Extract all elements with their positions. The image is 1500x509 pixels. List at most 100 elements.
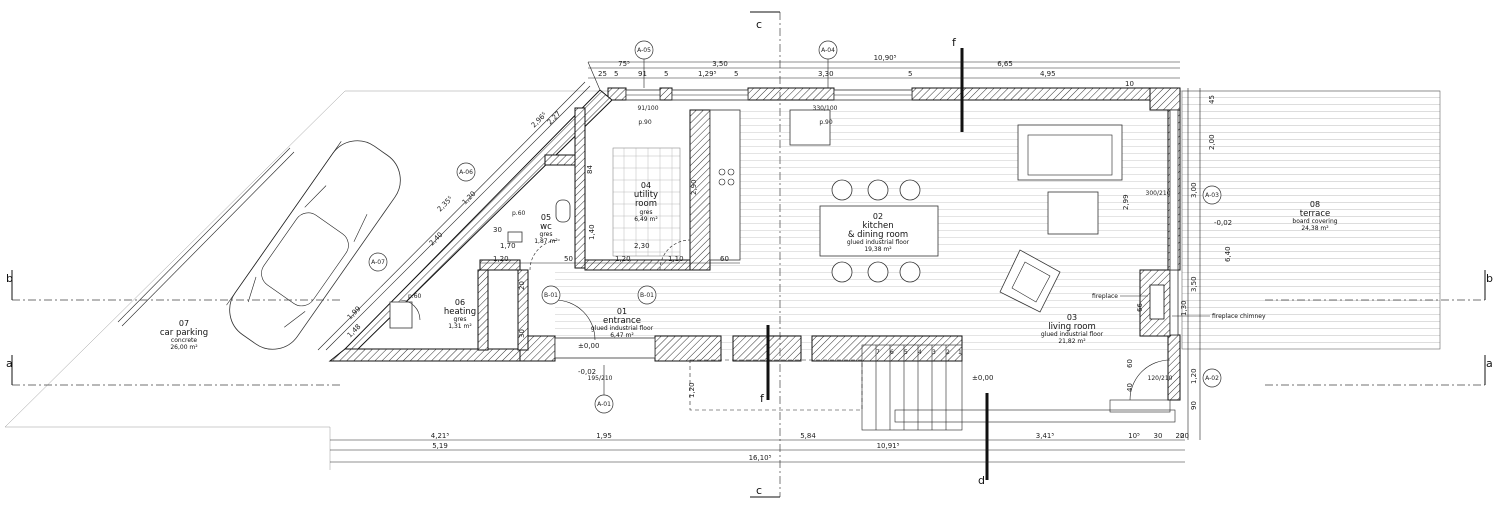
dim-bot-6: 20 xyxy=(1176,432,1185,440)
stair-step-4: 4 xyxy=(918,349,922,356)
room-number: 08 xyxy=(1310,200,1320,209)
stair-step-6: 6 xyxy=(890,349,894,356)
dim-top-r5: 5 xyxy=(734,70,738,78)
dim-top-r4: 1,29⁵ xyxy=(698,70,717,78)
dim-top-r2: 91 xyxy=(638,70,647,78)
room-name: living room xyxy=(1048,322,1096,332)
room-name-2: room xyxy=(635,199,657,209)
room-finish: gres xyxy=(454,316,467,323)
dim-bot-3: 3,41⁵ xyxy=(1036,432,1055,440)
room-name: entrance xyxy=(603,316,641,326)
room-area: 21,82 m² xyxy=(1058,338,1086,345)
dim-int-5: 1,70 xyxy=(500,242,516,250)
windows xyxy=(554,89,1179,359)
dim-int-9: 2,99 xyxy=(1122,194,1130,210)
room-finish: concrete xyxy=(171,337,197,344)
dim-diag-4: 2,40 xyxy=(428,231,445,248)
dim-bot-r2-1: 10,91⁵ xyxy=(877,442,900,450)
room-label-heating: 06 heating gres 1,31 m² xyxy=(444,298,476,330)
tag-b01-right: B-01 xyxy=(640,292,654,299)
fireplace-annotations: fireplace fireplace chimney xyxy=(1092,293,1266,320)
tag-a07: A-07 xyxy=(371,259,385,266)
tag-a04: A-04 xyxy=(821,47,835,54)
dim-right-6: 90 xyxy=(1190,401,1198,410)
room-name: utility xyxy=(634,190,658,200)
dimension-lines-bottom: 4,21⁵ 1,95 5,84 3,41⁵ 10⁵ 30 20 5,19 10,… xyxy=(330,432,1185,463)
level-living: ±0,00 xyxy=(972,374,993,382)
tag-a01: A-01 xyxy=(597,401,611,408)
room-name: heating xyxy=(444,307,476,317)
room-number: 06 xyxy=(455,298,465,307)
win-330: 330/100 xyxy=(813,105,838,112)
room-label-wc: 05 wc gres 1,87 m² xyxy=(534,213,558,245)
dim-int-4: 50 xyxy=(564,255,573,263)
fireplace-label: fireplace xyxy=(1092,293,1118,300)
room-area: 19,38 m² xyxy=(864,246,892,253)
dim-right-1: 2,00 xyxy=(1208,134,1216,150)
section-mark-b-left: b xyxy=(6,272,13,285)
dim-top-total: 10,90⁵ xyxy=(874,54,897,62)
dim-top-r0: 25 xyxy=(598,70,607,78)
stair-step-7: 7 xyxy=(876,349,880,356)
room-name: terrace xyxy=(1300,209,1331,219)
dim-top-r3: 5 xyxy=(664,70,668,78)
stairs: 7 6 5 4 3 2 1 xyxy=(689,344,1176,431)
car-drawing xyxy=(226,140,401,350)
win-91: 91/100 xyxy=(637,105,658,112)
room-area: 26,00 m² xyxy=(170,344,198,351)
furniture xyxy=(389,109,1123,329)
dim-int-0: 1,20 xyxy=(493,255,509,263)
dim-int-6: 30 xyxy=(493,226,502,234)
room-name: kitchen xyxy=(862,221,893,231)
dim-int-1: 1,20 xyxy=(615,255,631,263)
room-label-kitchen: 02 kitchen & dining room glued industria… xyxy=(847,212,910,253)
chimney-label: fireplace chimney xyxy=(1212,313,1266,320)
dim-top-75: 75⁵ xyxy=(618,60,630,68)
section-mark-a-right: a xyxy=(1486,357,1493,370)
level-entrance: ±0,00 xyxy=(578,342,599,350)
section-mark-d: d xyxy=(978,474,985,487)
room-number: 03 xyxy=(1067,313,1077,322)
dim-int-7: 2,30 xyxy=(634,242,650,250)
room-finish: gres xyxy=(640,209,653,216)
dim-right-0: 45 xyxy=(1208,95,1216,104)
dim-top-r6: 3,30 xyxy=(818,70,834,78)
dim-int-11: 1,40 xyxy=(588,224,596,240)
stair-step-2: 2 xyxy=(946,349,950,356)
dim-top-r9: 10 xyxy=(1125,80,1134,88)
room-label-entrance: 01 entrance glued industrial floor 6,47 … xyxy=(591,307,654,339)
room-name: car parking xyxy=(160,328,208,338)
dim-misc-6: 1,20 xyxy=(688,382,696,398)
room-finish: glued industrial floor xyxy=(1041,331,1104,338)
dim-right-2: 3,00 xyxy=(1190,182,1198,198)
room-number: 02 xyxy=(873,212,883,221)
dim-bot-2: 5,84 xyxy=(800,432,816,440)
room-number: 04 xyxy=(641,181,651,190)
section-mark-c-bottom: c xyxy=(756,484,762,497)
dim-top-right: 6,65 xyxy=(997,60,1013,68)
room-label-terrace: 08 terrace board covering 24,38 m² xyxy=(1292,200,1337,232)
dim-right-3: 6,40 xyxy=(1224,246,1232,262)
dim-top-r8: 4,95 xyxy=(1040,70,1056,78)
dim-right-7: 20 xyxy=(1180,432,1189,440)
dim-right-4: 3,50 xyxy=(1190,276,1198,292)
dim-top-r1: 5 xyxy=(614,70,618,78)
dim-diag-5: 1,99 xyxy=(346,305,363,322)
dim-bot-r2-0: 5,19 xyxy=(432,442,448,450)
dim-misc-4: 60 xyxy=(1126,359,1134,368)
door-195: 195/210 xyxy=(588,375,613,382)
room-label-utility: 04 utility room gres 6,49 m² xyxy=(634,181,658,223)
door-120: 120/210 xyxy=(1148,375,1173,382)
dim-int-8: 2,90 xyxy=(690,179,698,195)
dim-diag-1: 2,27 xyxy=(546,110,563,127)
right-dimensions: 45 2,00 3,00 6,40 3,50 1,20 90 20 xyxy=(1180,88,1232,440)
tag-a05: A-05 xyxy=(637,47,651,54)
room-finish: board covering xyxy=(1292,218,1337,225)
room-finish: glued industrial floor xyxy=(591,325,654,332)
dim-top-mid: 3,50 xyxy=(712,60,728,68)
dim-top-r7: 5 xyxy=(908,70,912,78)
dimension-lines-top: 10,90⁵ 3,50 6,65 75⁵ 25 5 91 5 1,29⁵ 5 3… xyxy=(587,54,1180,91)
opening-tags: 91/100 330/100 p.90 p.90 195/210 120/210… xyxy=(408,105,1173,382)
level-terrace: -0,02 xyxy=(1214,219,1232,227)
tag-b01-left: B-01 xyxy=(544,292,558,299)
